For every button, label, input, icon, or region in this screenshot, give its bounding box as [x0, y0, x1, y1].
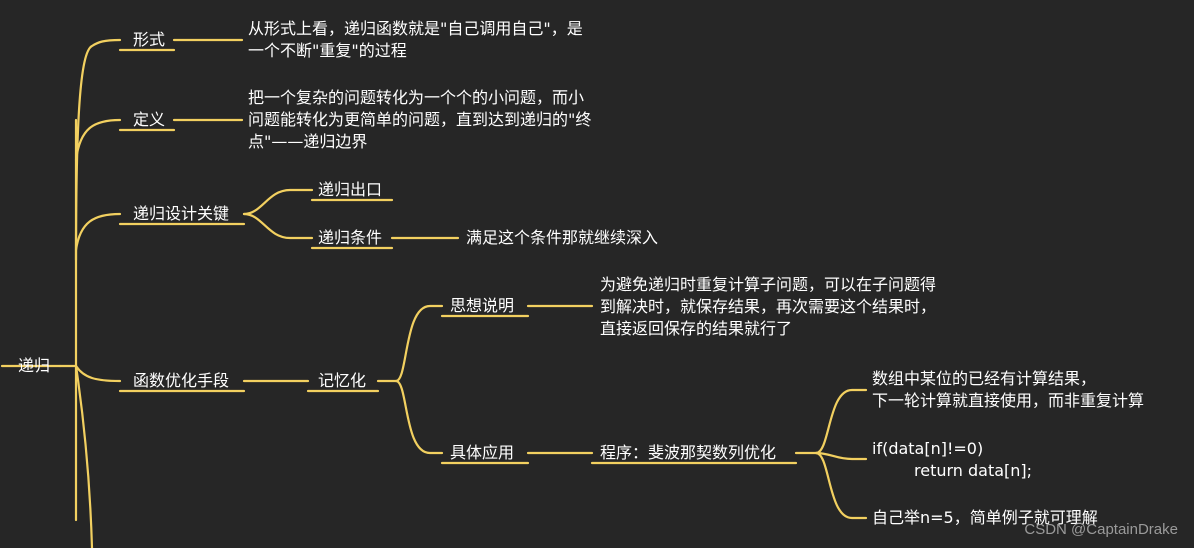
- node-sixiang[interactable]: 思想说明: [450, 296, 515, 315]
- node-xingshi-desc-line1: 从形式上看，递归函数就是"自己调用自己"，是: [248, 19, 583, 38]
- node-leaf1-line1: 数组中某位的已经有计算结果，: [872, 369, 1097, 388]
- node-xingshi-desc-line2: 一个不断"重复"的过程: [248, 41, 407, 60]
- node-tiaojian-desc[interactable]: 满足这个条件那就继续深入: [466, 228, 659, 247]
- node-sheji[interactable]: 递归设计关键: [133, 204, 230, 223]
- edge-chengxu-leaf2: [814, 451, 868, 461]
- edge-root-bottom: [74, 364, 94, 548]
- node-sixiang-desc[interactable]: 为避免递归时重复计算子问题，可以在子问题得 到解决时，就保存结果，再次需要这个结…: [600, 274, 936, 340]
- edge-jiyi-juti: [394, 379, 444, 455]
- node-leaf-cache-desc[interactable]: 数组中某位的已经有计算结果， 下一轮计算就直接使用，而非重复计算: [872, 368, 1144, 412]
- node-tiaojian[interactable]: 递归条件: [318, 228, 383, 247]
- node-juti[interactable]: 具体应用: [450, 443, 515, 462]
- node-sixiang-desc-line1: 为避免递归时重复计算子问题，可以在子问题得: [600, 275, 937, 294]
- edge-root-dingyi: [74, 118, 122, 162]
- node-jiyi[interactable]: 记忆化: [318, 371, 367, 390]
- node-chengxu[interactable]: 程序：斐波那契数列优化: [600, 443, 777, 462]
- node-xingshi-desc[interactable]: 从形式上看，递归函数就是"自己调用自己"，是 一个不断"重复"的过程: [248, 18, 583, 62]
- node-leaf1-line2: 下一轮计算就直接使用，而非重复计算: [872, 391, 1145, 410]
- node-leaf2-line1: if(data[n]!=0): [872, 439, 984, 458]
- node-root[interactable]: 递归: [18, 356, 51, 375]
- node-chukou[interactable]: 递归出口: [318, 180, 383, 199]
- node-dingyi-desc-line1: 把一个复杂的问题转化为一个个的小问题，而小: [248, 88, 585, 107]
- edge-chengxu-leaf1: [814, 388, 868, 455]
- node-dingyi[interactable]: 定义: [133, 110, 166, 129]
- node-dingyi-desc-line2: 问题能转化为更简单的问题，直到达到递归的"终: [248, 110, 592, 129]
- edge-root-youhua: [74, 364, 122, 383]
- edge-chengxu-leaf3: [814, 451, 868, 520]
- edge-sheji-branch-up: [242, 188, 314, 216]
- node-leaf-code[interactable]: if(data[n]!=0) return data[n];: [872, 438, 1032, 482]
- node-youhua[interactable]: 函数优化手段: [133, 371, 230, 390]
- node-sixiang-desc-line3: 直接返回保存的结果就行了: [600, 319, 793, 338]
- node-sixiang-desc-line2: 到解决时，就保存结果，再次需要这个结果时，: [600, 297, 937, 316]
- node-leaf2-line2: return data[n];: [914, 461, 1033, 480]
- node-dingyi-desc[interactable]: 把一个复杂的问题转化为一个个的小问题，而小 问题能转化为更简单的问题，直到达到递…: [248, 87, 591, 153]
- edge-root-xingshi: [74, 38, 122, 262]
- watermark: CSDN @CaptainDrake: [1024, 521, 1178, 538]
- node-leaf-example[interactable]: 自己举n=5，简单例子就可理解: [872, 508, 1098, 527]
- node-xingshi[interactable]: 形式: [133, 30, 166, 49]
- edge-jiyi-sixiang: [394, 304, 444, 383]
- node-dingyi-desc-line3: 点"——递归边界: [248, 132, 368, 151]
- edge-root-sheji: [74, 212, 122, 252]
- edge-sheji-branch-down: [242, 212, 314, 240]
